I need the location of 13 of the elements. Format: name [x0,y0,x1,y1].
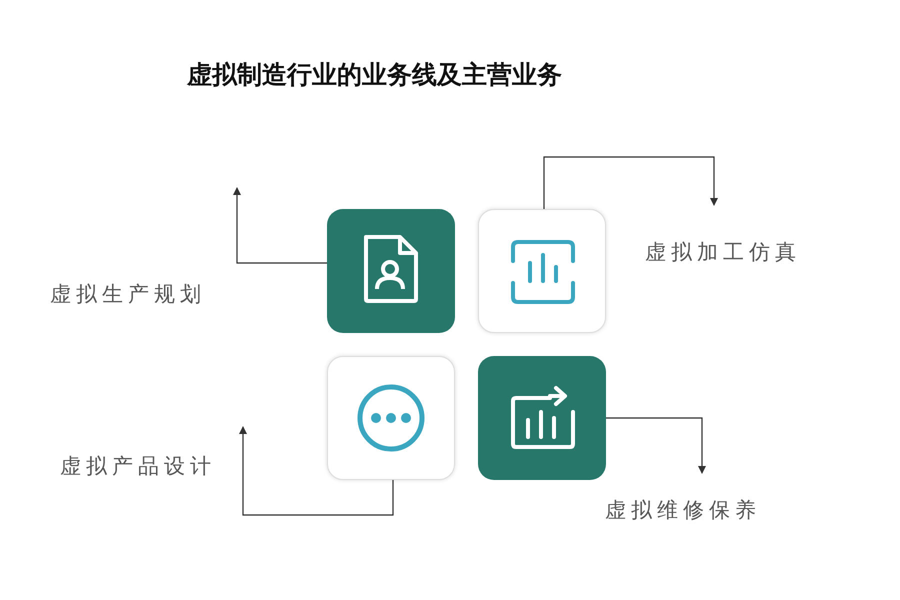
icon-tile [327,209,455,333]
icon-tile [478,356,606,480]
category-label: 虚拟加工仿真 [645,239,801,266]
icon-tile [478,209,606,333]
arrow [239,426,394,516]
icon-tile [327,356,455,480]
title: 虚拟制造行业的业务线及主营业务 [187,59,562,91]
arrow [543,156,718,209]
category-label: 虚拟维修保养 [605,497,761,524]
category-label: 虚拟生产规划 [50,281,206,308]
arrow [233,187,327,264]
arrow [606,417,706,474]
category-label: 虚拟产品设计 [60,453,216,480]
